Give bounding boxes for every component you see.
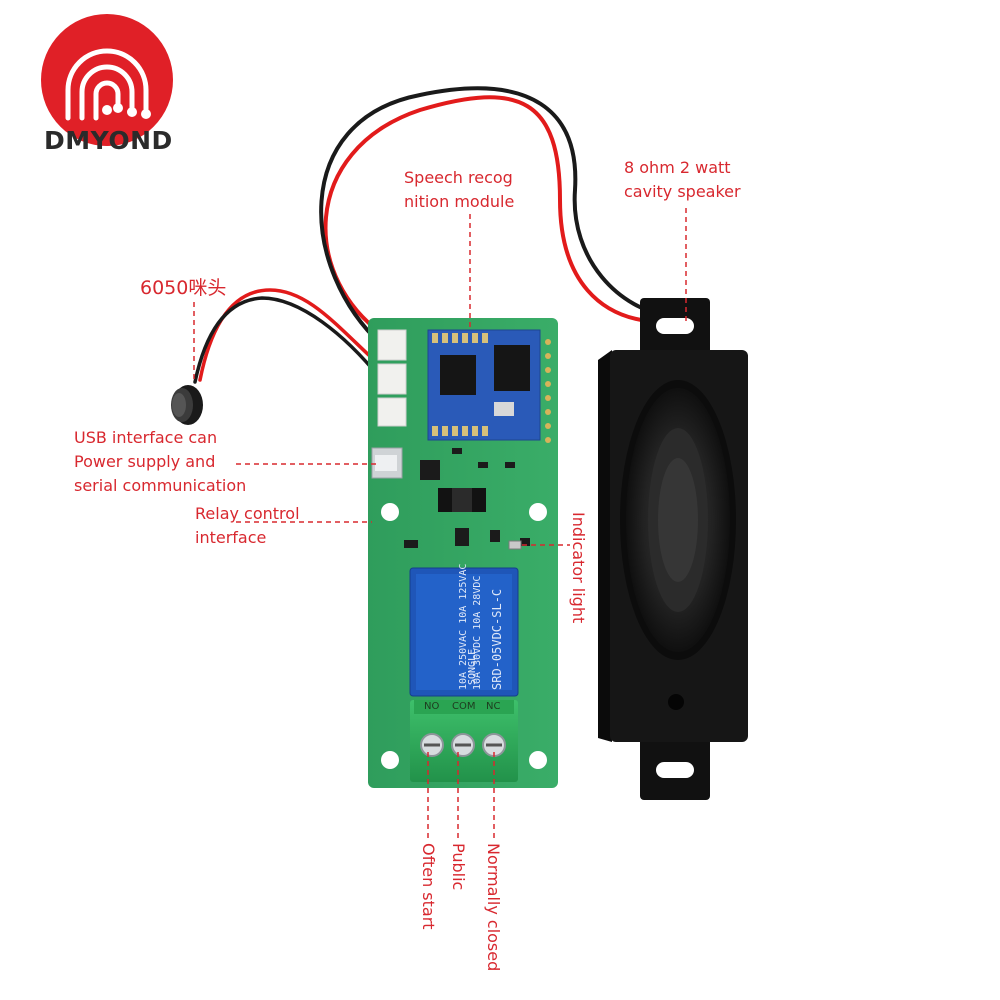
cavity-speaker bbox=[598, 298, 748, 800]
normally-closed-label: Normally closed bbox=[484, 843, 503, 972]
relay-rating-1: 10A 250VAC 10A 125VAC bbox=[458, 563, 469, 690]
often-start-label: Often start bbox=[419, 843, 438, 930]
relay-jumper-header bbox=[438, 488, 486, 512]
terminal-com-label: COM bbox=[452, 701, 476, 712]
microphone-cable bbox=[193, 288, 387, 384]
jst-connectors bbox=[371, 329, 407, 479]
relay bbox=[409, 567, 519, 697]
brand-logo-mark bbox=[41, 14, 173, 146]
microphone-label: 6050咪头 bbox=[140, 277, 227, 299]
relay-model: SRD-05VDC-SL-C bbox=[490, 588, 504, 690]
speaker-label: 8 ohm 2 watt cavity speaker bbox=[624, 158, 741, 201]
speech-recognition-module bbox=[427, 329, 541, 441]
smd-components bbox=[404, 448, 530, 548]
terminal-nc-label: NC bbox=[486, 701, 501, 712]
brand-name: DMYOND bbox=[44, 126, 173, 155]
speech-module-label: Speech recog nition module bbox=[404, 168, 515, 211]
indicator-light-label: Indicator light bbox=[569, 512, 588, 624]
usb-interface-label: USB interface can Power supply and seria… bbox=[74, 428, 247, 495]
terminal-block bbox=[410, 700, 518, 782]
indicator-led bbox=[508, 540, 522, 550]
microphone bbox=[171, 385, 203, 425]
annotation-leaders bbox=[193, 208, 687, 838]
speaker-wires bbox=[319, 86, 672, 347]
terminal-no-label: NO bbox=[424, 701, 440, 712]
public-label: Public bbox=[449, 843, 468, 891]
relay-control-label: Relay control interface bbox=[195, 504, 300, 547]
relay-rating-2: 10A 30VDC 10A 28VDC bbox=[472, 575, 483, 690]
